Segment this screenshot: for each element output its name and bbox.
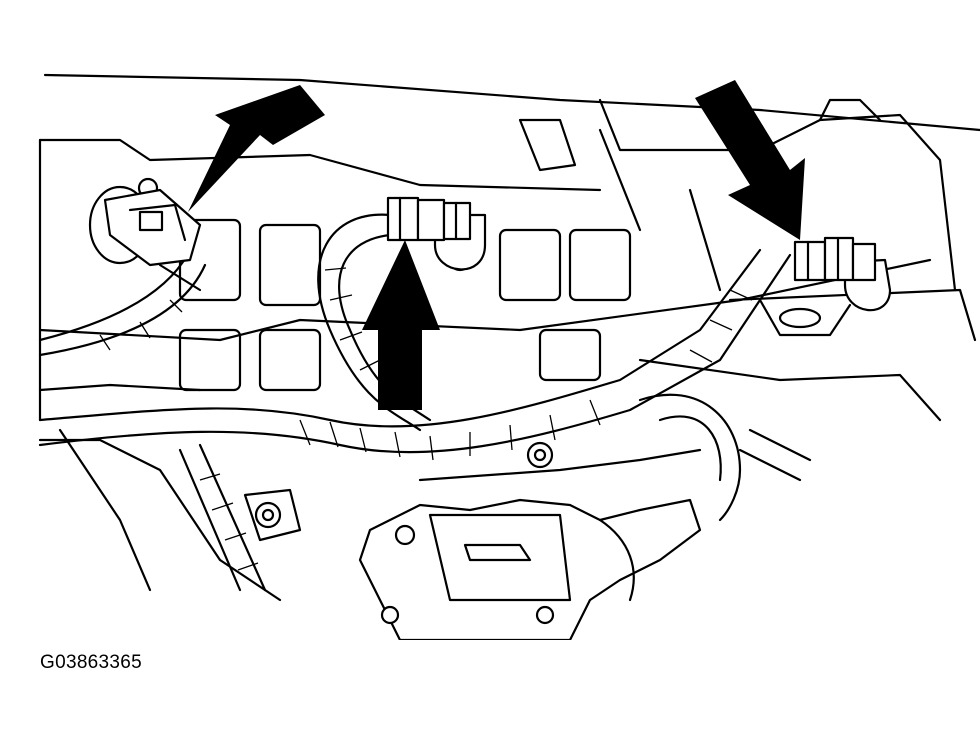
gear-housing [358, 498, 702, 640]
engine-harness-illustration [38, 73, 980, 640]
left-sensor-connector [88, 177, 202, 292]
figure-id: G03863365 [40, 652, 143, 673]
wiring-harness [38, 213, 812, 592]
pointer-arrow-down-right-icon [188, 85, 325, 212]
pointer-arrow-up-icon [362, 240, 440, 410]
pointer-arrow-down-left-icon [695, 80, 805, 240]
center-sensor-connector [386, 196, 487, 271]
right-sensor-connector [793, 236, 892, 312]
